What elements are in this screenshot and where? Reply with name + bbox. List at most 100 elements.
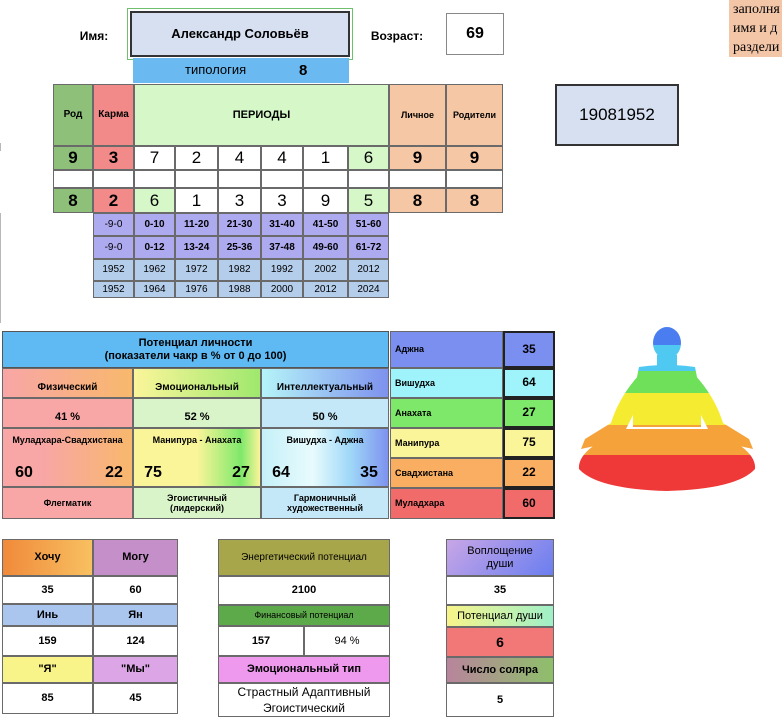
age-period-cell: 1976 xyxy=(175,281,218,298)
chakra-name: Аджна xyxy=(390,331,503,368)
pair1-cell: Муладхара-Свадхистана 60 22 xyxy=(2,428,133,487)
chakra-name: Свадхистана xyxy=(390,458,503,488)
note-line: имя и д xyxy=(733,21,778,36)
age-period-cell: 1964 xyxy=(134,281,175,298)
physical-label: Физический xyxy=(2,368,133,398)
period-cell: 1 xyxy=(175,188,218,213)
pair3-cell: Вишудха - Аджна 64 35 xyxy=(261,428,389,487)
period-cell: 4 xyxy=(261,146,303,170)
yang-label: Ян xyxy=(93,604,178,626)
age-field[interactable]: 69 xyxy=(446,13,504,55)
personal-header: Личное xyxy=(389,84,446,146)
want-value: 35 xyxy=(2,576,93,604)
emotional-pct: 52 % xyxy=(133,398,261,428)
age-period-cell: 2000 xyxy=(261,281,303,298)
period-cell: 2 xyxy=(175,146,218,170)
potential-title: Потенциал личности (показатели чакр в % … xyxy=(2,331,389,368)
age-period-cell: 1972 xyxy=(175,259,218,281)
period-cell xyxy=(348,170,389,188)
chakra-value: 64 xyxy=(503,368,555,398)
age-period-cell: 51-60 xyxy=(348,213,389,236)
name-label: Имя: xyxy=(79,29,109,44)
typology-value: 8 xyxy=(299,61,308,79)
chakra-value: 22 xyxy=(503,458,555,488)
name-field[interactable]: Александр Соловьёв xyxy=(130,11,350,57)
period-cell: 2 xyxy=(93,188,134,213)
finance-label: Финансовый потенциал xyxy=(218,605,390,626)
embodiment-value: 35 xyxy=(446,576,554,605)
note-line: раздели xyxy=(733,40,780,55)
period-cell xyxy=(303,170,348,188)
period-cell xyxy=(218,170,261,188)
soul-value: 6 xyxy=(446,627,554,657)
chakra-value: 60 xyxy=(503,488,555,519)
period-cell: 3 xyxy=(261,188,303,213)
pair2-label: Манипура - Анахата xyxy=(152,434,242,445)
meditation-figure-icon xyxy=(578,327,756,491)
chakra-value: 35 xyxy=(503,331,555,368)
age-period-cell: 2012 xyxy=(303,281,348,298)
energy-value: 2100 xyxy=(218,576,390,605)
period-cell: 3 xyxy=(218,188,261,213)
period-cell: 4 xyxy=(218,146,261,170)
pair3-b: 35 xyxy=(360,463,378,481)
selection-outline xyxy=(127,8,353,60)
age-label: Возраст: xyxy=(370,29,424,44)
period-cell: 5 xyxy=(348,188,389,213)
period-cell xyxy=(134,170,175,188)
age-period-cell: 1962 xyxy=(134,259,175,281)
age-period-cell: 41-50 xyxy=(303,213,348,236)
age-period-cell: 13-24 xyxy=(175,236,218,259)
chakra-value: 75 xyxy=(503,428,555,458)
chakra-name: Анахата xyxy=(390,398,503,428)
period-cell: 9 xyxy=(446,146,503,170)
period-cell: 6 xyxy=(348,146,389,170)
period-cell: 8 xyxy=(53,188,93,213)
chakra-name: Манипура xyxy=(390,428,503,458)
age-period-cell: -9-0 xyxy=(93,213,134,236)
emotional-type-value: Страстный Адаптивный Эгоистический xyxy=(218,683,390,717)
age-period-cell: 1982 xyxy=(218,259,261,281)
my-value: 45 xyxy=(93,683,178,714)
can-label: Могу xyxy=(93,539,178,576)
note-line: заполня xyxy=(733,2,780,17)
age-period-cell: 2002 xyxy=(303,259,348,281)
intellectual-label: Интеллектуальный xyxy=(261,368,389,398)
pair2-a: 75 xyxy=(144,463,162,481)
period-cell: 8 xyxy=(389,188,446,213)
age-period-cell: 2024 xyxy=(348,281,389,298)
yang-value: 124 xyxy=(93,626,178,656)
age-period-cell: 1988 xyxy=(218,281,261,298)
solar-label: Число соляра xyxy=(446,657,554,683)
parents-header: Родители xyxy=(446,84,503,146)
finance-value: 157 xyxy=(218,626,304,656)
type2: Эгоистичный (лидерский) xyxy=(133,487,261,519)
period-cell: 1 xyxy=(303,146,348,170)
period-cell: 9 xyxy=(303,188,348,213)
typology-bar: типология 8 xyxy=(133,58,349,83)
period-cell xyxy=(446,170,503,188)
finance-pct: 94 % xyxy=(304,626,390,656)
my-label: "Мы" xyxy=(93,656,178,683)
emotional-type-label: Эмоциональный тип xyxy=(218,656,390,683)
chakra-name: Вишудха xyxy=(390,368,503,398)
period-cell: 3 xyxy=(93,146,134,170)
pair1-b: 22 xyxy=(105,463,123,481)
yin-value: 159 xyxy=(2,626,93,656)
chakra-value: 27 xyxy=(503,398,555,428)
age-period-cell: 31-40 xyxy=(261,213,303,236)
pair2-b: 27 xyxy=(232,463,250,481)
type3: Гармоничный художественный xyxy=(261,487,389,519)
embodiment-label: Воплощение души xyxy=(446,539,554,576)
ya-label: "Я" xyxy=(2,656,93,683)
pair1-label: Муладхара-Свадхистана xyxy=(12,434,123,445)
want-label: Хочу xyxy=(2,539,93,576)
pair1-a: 60 xyxy=(15,463,33,481)
periods-header: ПЕРИОДЫ xyxy=(134,84,389,146)
age-period-cell: 1992 xyxy=(261,259,303,281)
yin-label: Инь xyxy=(2,604,93,626)
age-period-cell: 0-12 xyxy=(134,236,175,259)
period-cell xyxy=(53,170,93,188)
age-period-cell: 61-72 xyxy=(348,236,389,259)
rod-header: Род xyxy=(53,84,93,146)
